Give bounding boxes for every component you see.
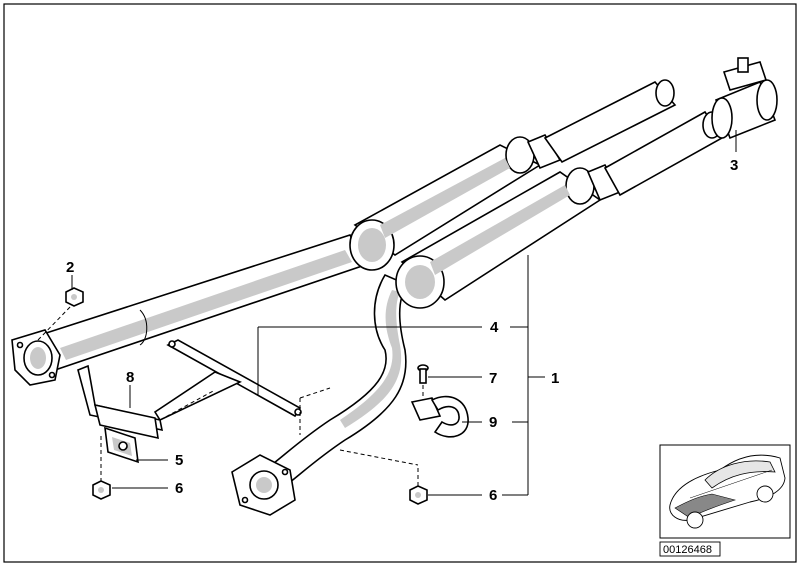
drawing-code-box xyxy=(659,541,721,557)
callout-5: 5 xyxy=(175,452,183,469)
callout-8: 8 xyxy=(126,369,134,386)
left-flange xyxy=(11,329,61,386)
clamp-part-9 xyxy=(410,395,469,438)
diagram-frame xyxy=(3,3,797,563)
front-pipe-right xyxy=(263,273,410,492)
rubber-mount-part-5 xyxy=(104,426,139,464)
drawing-code: 00126468 xyxy=(663,544,712,556)
callout-6-right: 6 xyxy=(489,487,497,504)
leader-lines xyxy=(37,130,737,496)
callout-4: 4 xyxy=(490,319,499,336)
callout-7: 7 xyxy=(489,370,497,387)
callout-1: 1 xyxy=(551,370,559,387)
nut-part-6-left xyxy=(92,480,111,500)
callout-6-left: 6 xyxy=(175,480,183,497)
bolt-part-7 xyxy=(417,364,429,384)
nut-part-2 xyxy=(65,287,84,307)
clamp-part-3 xyxy=(711,57,778,140)
lower-flange xyxy=(231,454,296,516)
vehicle-inset: 00126468 xyxy=(659,444,791,557)
callout-3: 3 xyxy=(730,157,738,174)
callout-2: 2 xyxy=(66,259,74,276)
callouts: 1 2 3 4 5 6 6 7 8 9 xyxy=(66,157,738,504)
nut-part-6-right xyxy=(409,485,428,505)
rear-muffler-upper xyxy=(349,79,677,271)
bracket-part-8 xyxy=(77,364,164,440)
front-pipe-left xyxy=(38,234,367,371)
car-icon xyxy=(669,454,786,529)
callout-9: 9 xyxy=(489,414,497,431)
stay-part-4 xyxy=(153,339,302,422)
